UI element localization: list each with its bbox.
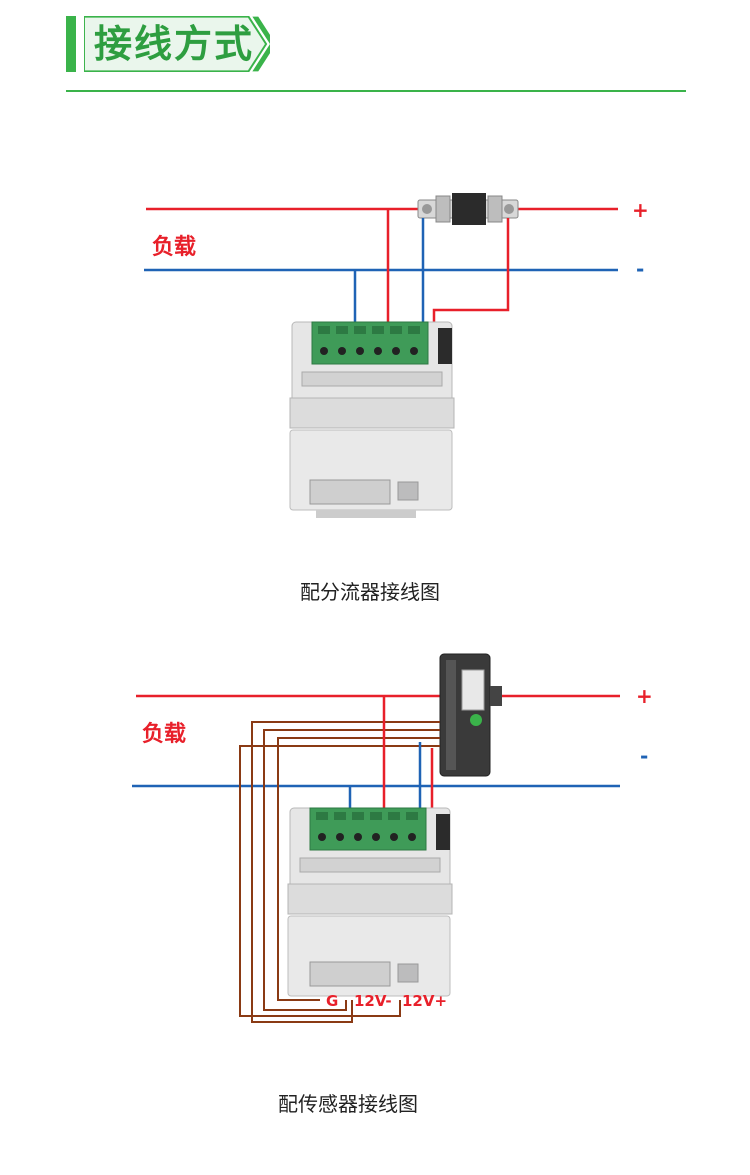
diagram-caption: 配分流器接线图 bbox=[300, 580, 440, 604]
header-divider bbox=[66, 90, 686, 92]
negative-terminal-sign: - bbox=[640, 744, 649, 768]
terminal-label-g: G bbox=[326, 992, 339, 1010]
positive-terminal-sign: + bbox=[636, 684, 653, 708]
positive-terminal-sign: + bbox=[632, 198, 649, 222]
dc-meter-device bbox=[287, 807, 453, 997]
shunt-device bbox=[417, 193, 519, 225]
negative-terminal-sign: - bbox=[636, 257, 645, 281]
shunt-wiring-diagram bbox=[144, 193, 618, 518]
load-label: 负载 bbox=[142, 722, 187, 747]
terminal-label-12v-plus: 12V+ bbox=[402, 992, 448, 1010]
page-title: 接线方式 bbox=[94, 22, 255, 66]
signal-wire-12v-minus bbox=[263, 729, 440, 1011]
dc-meter-device bbox=[289, 321, 455, 518]
load-label: 负载 bbox=[152, 235, 197, 260]
hall-sensor-device bbox=[439, 653, 502, 777]
diagram-caption: 配传感器接线图 bbox=[278, 1092, 418, 1116]
signal-wire-12v-plus bbox=[277, 737, 440, 1001]
signal-wire-g bbox=[251, 721, 440, 1023]
header-badge bbox=[84, 16, 270, 72]
header-accent-bar bbox=[66, 16, 76, 72]
terminal-label-12v-minus: 12V- bbox=[354, 992, 392, 1010]
signal-wire-output bbox=[239, 745, 440, 1017]
